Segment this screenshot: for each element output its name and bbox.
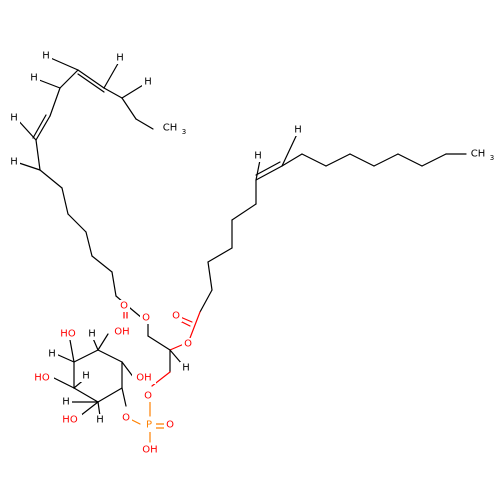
oxygen-label: O xyxy=(184,339,192,350)
double-bond-2nd xyxy=(32,114,47,139)
hydrogen-label: H xyxy=(96,415,104,426)
bond xyxy=(325,153,351,167)
hydrogen-label: H xyxy=(88,329,96,340)
bond xyxy=(121,97,137,120)
bond-h xyxy=(103,59,121,89)
bond xyxy=(39,169,63,189)
double-bond xyxy=(77,69,105,89)
oxygen-label: O xyxy=(142,313,150,324)
bond xyxy=(111,271,117,297)
hydrogen-label: H xyxy=(294,125,302,136)
hydrogen-label: H xyxy=(48,349,56,360)
linolenoyl-chain xyxy=(15,55,154,309)
hydrogen-label: H xyxy=(42,51,50,62)
phosphorus-label: P xyxy=(146,420,152,431)
atom-labels: H H H H H H CH 3 H H CH 3 O O O O H O xyxy=(8,50,498,456)
bond xyxy=(373,153,399,167)
hydrogen-label: H xyxy=(144,77,152,88)
hydroxyl-label: OH xyxy=(142,445,157,456)
hydrogen-label: H xyxy=(82,371,90,382)
double-bond-2nd xyxy=(77,73,105,93)
bond xyxy=(67,213,87,233)
oxygen-label: O xyxy=(120,301,128,312)
hydroxyl-label: OH xyxy=(136,373,151,384)
ester-bond xyxy=(189,311,201,339)
bond xyxy=(231,203,257,221)
bond xyxy=(349,153,375,167)
hydroxyl-label: OH xyxy=(114,327,129,338)
double-bond xyxy=(255,165,283,181)
bond-oh xyxy=(69,339,75,363)
bond xyxy=(301,153,327,167)
oxygen-label: O xyxy=(172,311,180,322)
ring-bond xyxy=(73,349,99,363)
hydroxyl-label: HO xyxy=(62,415,78,426)
hydrogen-label: H xyxy=(10,157,18,168)
ring-bond xyxy=(97,387,123,403)
hydrogen-label: H xyxy=(30,73,38,84)
bond-o xyxy=(121,387,127,407)
bond xyxy=(91,255,113,273)
methyl-subscript: 3 xyxy=(490,154,494,162)
bond-h xyxy=(55,353,75,363)
ring-bond xyxy=(73,387,99,403)
bond-h xyxy=(255,159,261,181)
bond-h xyxy=(97,401,101,417)
bond xyxy=(147,335,171,351)
bond xyxy=(281,153,303,167)
bond xyxy=(103,87,123,99)
palmitoleoyl-chain xyxy=(199,131,467,313)
bond-oh xyxy=(53,377,75,389)
hydrogen-label: H xyxy=(10,113,18,124)
bond-oh xyxy=(97,333,109,351)
bond xyxy=(397,153,423,167)
hydrogen-label: H xyxy=(62,397,70,408)
bond xyxy=(85,231,93,257)
bond-h xyxy=(169,349,183,365)
bond-oh xyxy=(79,401,99,417)
hydroxyl-label: HO xyxy=(34,373,50,384)
double-bond-2nd xyxy=(255,161,281,176)
methyl-label: CH xyxy=(163,123,178,134)
methyl-subscript: 3 xyxy=(182,128,186,136)
bond xyxy=(207,261,213,291)
hydroxyl-label: HO xyxy=(60,329,76,340)
bond xyxy=(135,118,154,130)
oxygen-label: O xyxy=(122,413,130,424)
bond xyxy=(61,187,69,215)
hydrogen-label: H xyxy=(254,151,262,162)
hydrogen-label: H xyxy=(182,363,190,374)
bond xyxy=(421,153,447,167)
double-bond xyxy=(35,115,51,141)
ester-bond xyxy=(169,343,185,351)
glycerol-backbone xyxy=(123,305,201,417)
bond xyxy=(59,69,79,89)
methyl-label: CH xyxy=(471,149,486,160)
oxygen-label: O xyxy=(144,391,152,402)
oxygen-label: O xyxy=(166,420,174,431)
hydrogen-label: H xyxy=(116,53,124,64)
ring-bond xyxy=(97,349,123,363)
bond-h xyxy=(281,131,299,167)
bond xyxy=(35,139,41,171)
inositol-ring xyxy=(53,333,135,417)
bond xyxy=(207,247,233,263)
bond xyxy=(199,289,213,313)
bond xyxy=(49,87,61,117)
